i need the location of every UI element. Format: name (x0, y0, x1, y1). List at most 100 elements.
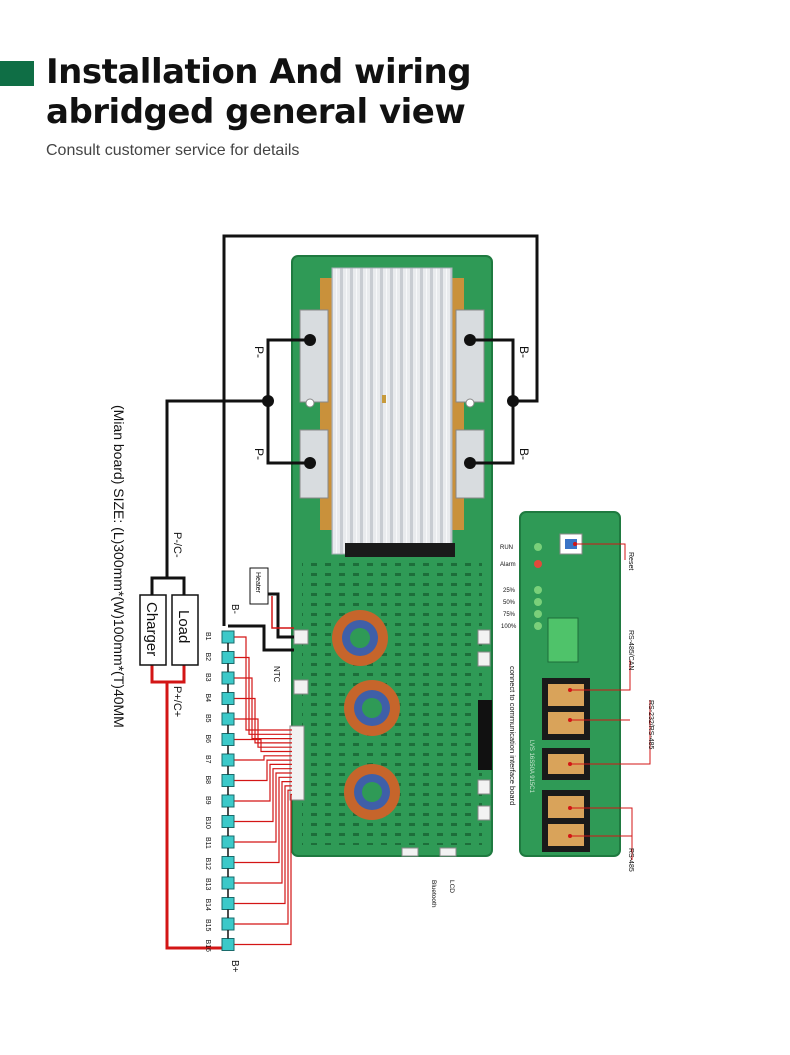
inductor-1 (332, 610, 388, 666)
heater-connector (293, 629, 309, 645)
label-b-minus-bottom: B- (517, 448, 531, 460)
balance-wire (234, 656, 292, 735)
comm-header (478, 700, 492, 770)
soc-led-25 (534, 586, 542, 594)
cell-label: B5 (204, 714, 211, 723)
inductor-3 (344, 764, 400, 820)
heater-box (249, 567, 269, 605)
label-b-plus: B+ (229, 960, 240, 973)
board-size-label: (Mian board) SIZE: (L)300mm*(W)100mm*(T)… (111, 405, 127, 728)
accent-bar (0, 61, 34, 86)
cell-label: B7 (204, 755, 211, 764)
battery-cell (221, 651, 235, 664)
battery-cell (221, 733, 235, 746)
battery-cell (221, 876, 235, 890)
balance-wire (234, 772, 292, 843)
soc-label-25: 25% (503, 588, 516, 594)
soc-led-100 (534, 622, 542, 630)
cell-label: B11 (204, 837, 211, 849)
cell-label: B14 (204, 899, 211, 912)
alarm-led (534, 560, 542, 568)
cell-label: B3 (204, 673, 211, 682)
battery-cell (221, 712, 235, 726)
soc-led-75 (534, 610, 542, 618)
balance-wire (234, 789, 292, 925)
cell-label: B16 (204, 940, 211, 953)
connect-label: connect to communication interface board (508, 666, 517, 805)
battery-cell (221, 835, 235, 849)
rs485-label: RS-485 (627, 848, 634, 872)
run-label: RUN (500, 545, 513, 551)
red-wiring (150, 665, 228, 950)
heater-label: Heater (254, 572, 261, 594)
cell-label: B2 (204, 653, 211, 662)
balance-wire (234, 763, 292, 802)
balance-wire (234, 738, 292, 753)
label-b-minus-cell: B- (229, 604, 240, 614)
balance-wire (234, 780, 292, 884)
terminal-pad-p-top (299, 309, 329, 403)
cell-label: B15 (204, 919, 211, 932)
terminal-block (547, 617, 579, 663)
battery-cell (221, 917, 235, 931)
balance-wire (234, 759, 292, 782)
lcd-connector (439, 847, 457, 857)
soc-led-50 (534, 598, 542, 606)
rs232-rs485-label: RS-232/RS-485 (647, 700, 654, 750)
battery-cell (221, 815, 235, 828)
label-p-minus-bottom: P- (252, 448, 266, 460)
battery-cell (221, 692, 235, 705)
bluetooth-connector (401, 847, 419, 857)
label-p-minus-top: P- (252, 346, 266, 358)
label-p-plus-c-plus: P+/C+ (171, 686, 183, 717)
reset-label: Reset (627, 552, 634, 570)
black-wiring (150, 234, 539, 652)
battery-cell (221, 671, 235, 685)
cell-label: B4 (204, 694, 211, 703)
balance-wire (234, 785, 292, 905)
inductor-2 (344, 680, 400, 736)
page-subtitle: Consult customer service for details (46, 142, 300, 159)
load-box (171, 594, 199, 666)
rs485-can-label: RS-485/CAN (627, 630, 634, 670)
cell-connector (289, 725, 305, 801)
battery-cell (221, 753, 235, 767)
lcd-label: LCD (448, 880, 455, 893)
alarm-label: Alarm (500, 562, 516, 568)
main-board (289, 255, 493, 857)
balance-wire (234, 697, 292, 744)
battery-cell (221, 630, 235, 644)
battery-cell (221, 774, 235, 787)
page-title: Installation And wiring abridged general… (46, 52, 472, 132)
wire-junctions (262, 334, 519, 469)
load-label: Load (175, 610, 192, 643)
comm-board-print: LVS 16S50A 915C1 (528, 740, 534, 794)
balance-wire (234, 636, 292, 731)
bluetooth-label: Bluetooth (430, 880, 437, 908)
soc-label-50: 50% (503, 600, 516, 606)
balance-wire (234, 793, 292, 946)
ntc-connector (293, 679, 309, 695)
soc-label-100: 100% (501, 624, 517, 630)
label-p-minus-c-minus: P-/C- (171, 532, 183, 558)
cell-sense-wires (234, 636, 292, 946)
cell-label: B9 (204, 796, 211, 805)
balance-wire (234, 677, 292, 740)
soc-label-75: 75% (503, 612, 516, 618)
battery-cell (221, 794, 235, 808)
heatsink (331, 267, 453, 555)
battery-cell (221, 856, 235, 869)
run-led (534, 543, 542, 551)
terminal-pad-b-top (455, 309, 485, 403)
battery-cell (221, 938, 235, 951)
battery-cell (221, 897, 235, 910)
cell-label: B8 (204, 776, 211, 785)
title-line-1: Installation And wiring (46, 52, 472, 92)
cell-label: B1 (204, 632, 211, 641)
cell-label: B13 (204, 878, 211, 891)
charger-box (139, 594, 167, 666)
balance-wire (234, 718, 292, 748)
comm-board (519, 511, 651, 860)
